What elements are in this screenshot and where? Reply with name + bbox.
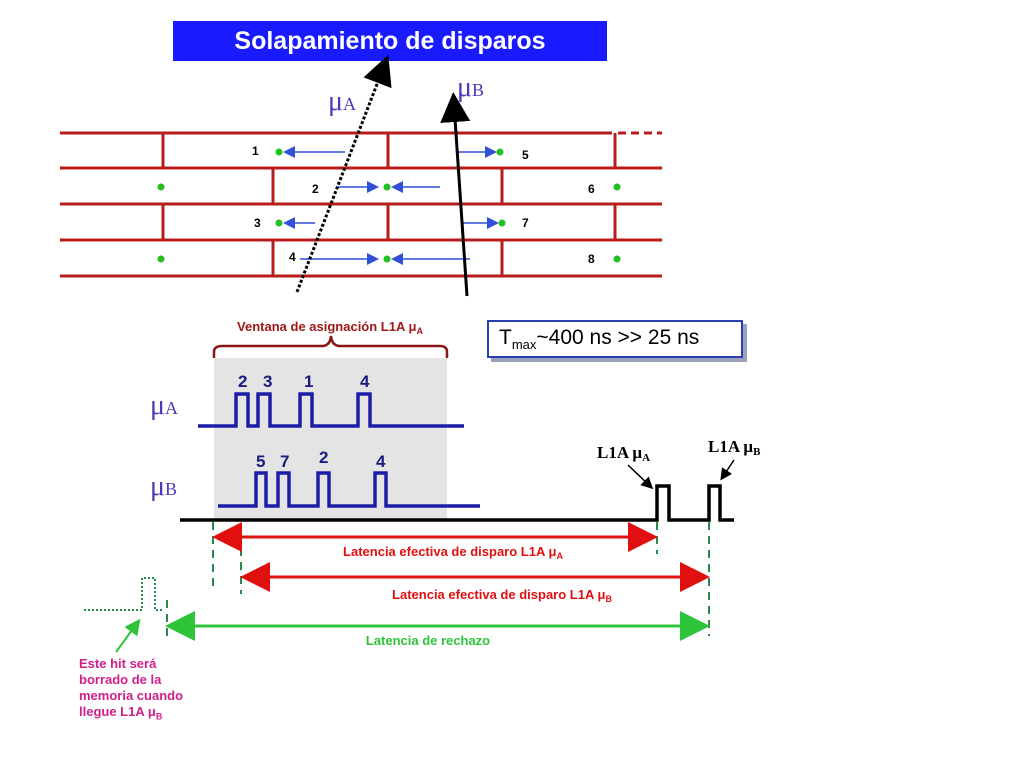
- pulse-label-a-2: 3: [263, 372, 272, 391]
- l1a-b-label: L1A μB: [708, 437, 761, 458]
- reject-latency-label: Latencia de rechazo: [366, 633, 490, 648]
- tube-number-7: 7: [522, 216, 529, 230]
- muon-a-row-label: μA: [150, 390, 178, 421]
- note-line-1: Este hit será: [79, 656, 157, 671]
- window-label: Ventana de asignación L1A μA: [237, 319, 423, 336]
- pulse-label-b-2: 7: [280, 452, 289, 471]
- discarded-hit-pulse: [84, 577, 163, 611]
- discarded-hit-note: Este hit será borrado de la memoria cuan…: [79, 656, 229, 725]
- pulse-label-a-3: 1: [304, 372, 313, 391]
- note-pointer: [115, 618, 141, 653]
- tube-number-5: 5: [522, 148, 529, 162]
- note-line-2: borrado de la: [79, 672, 162, 687]
- l1a-b-pointer: [720, 459, 735, 481]
- tube-number-6: 6: [588, 182, 595, 196]
- note-line-3: memoria cuando: [79, 688, 184, 703]
- window-brace: [212, 335, 449, 358]
- tube-number-4: 4: [289, 250, 296, 264]
- title-banner: Solapamiento de disparos: [173, 21, 607, 61]
- muon-a-top-label: μA: [328, 86, 356, 117]
- muon-b-track: [440, 92, 471, 297]
- pulse-label-b-4: 4: [376, 452, 386, 471]
- tmax-box: Tmax~400 ns >> 25 ns: [487, 320, 743, 358]
- latency-b-label: Latencia efectiva de disparo L1A μB: [392, 587, 612, 604]
- muon-b-top-label: μB: [457, 72, 484, 103]
- tube-number-labels: 1 2 3 4 5 6 7 8: [252, 144, 595, 266]
- pulse-label-a-4: 4: [360, 372, 370, 391]
- tube-number-1: 1: [252, 144, 259, 158]
- note-line-4: llegue L1A μB: [79, 704, 163, 722]
- l1a-a-label: L1A μA: [597, 443, 650, 464]
- muon-b-row-label: μB: [150, 471, 177, 502]
- tube-number-3: 3: [254, 216, 261, 230]
- pulse-label-b-1: 5: [256, 452, 265, 471]
- tmax-text: Tmax~400 ns >> 25 ns: [499, 325, 700, 353]
- hit-wires: [157, 148, 621, 263]
- drift-arrows: [283, 146, 499, 265]
- tube-number-8: 8: [588, 252, 595, 266]
- pulse-label-a-1: 2: [238, 372, 247, 391]
- pulse-label-b-3: 2: [319, 448, 328, 467]
- drift-chamber: [60, 131, 662, 278]
- latency-a-label: Latencia efectiva de disparo L1A μA: [343, 544, 563, 561]
- muon-a-pulse-train: [198, 392, 464, 428]
- time-markers: [166, 522, 710, 636]
- title-text: Solapamiento de disparos: [234, 26, 546, 55]
- muon-a-track: [295, 54, 392, 293]
- muon-b-pulse-train: [218, 471, 480, 508]
- l1a-a-pointer: [627, 464, 654, 490]
- tube-number-2: 2: [312, 182, 319, 196]
- l1a-time-line: [180, 484, 734, 522]
